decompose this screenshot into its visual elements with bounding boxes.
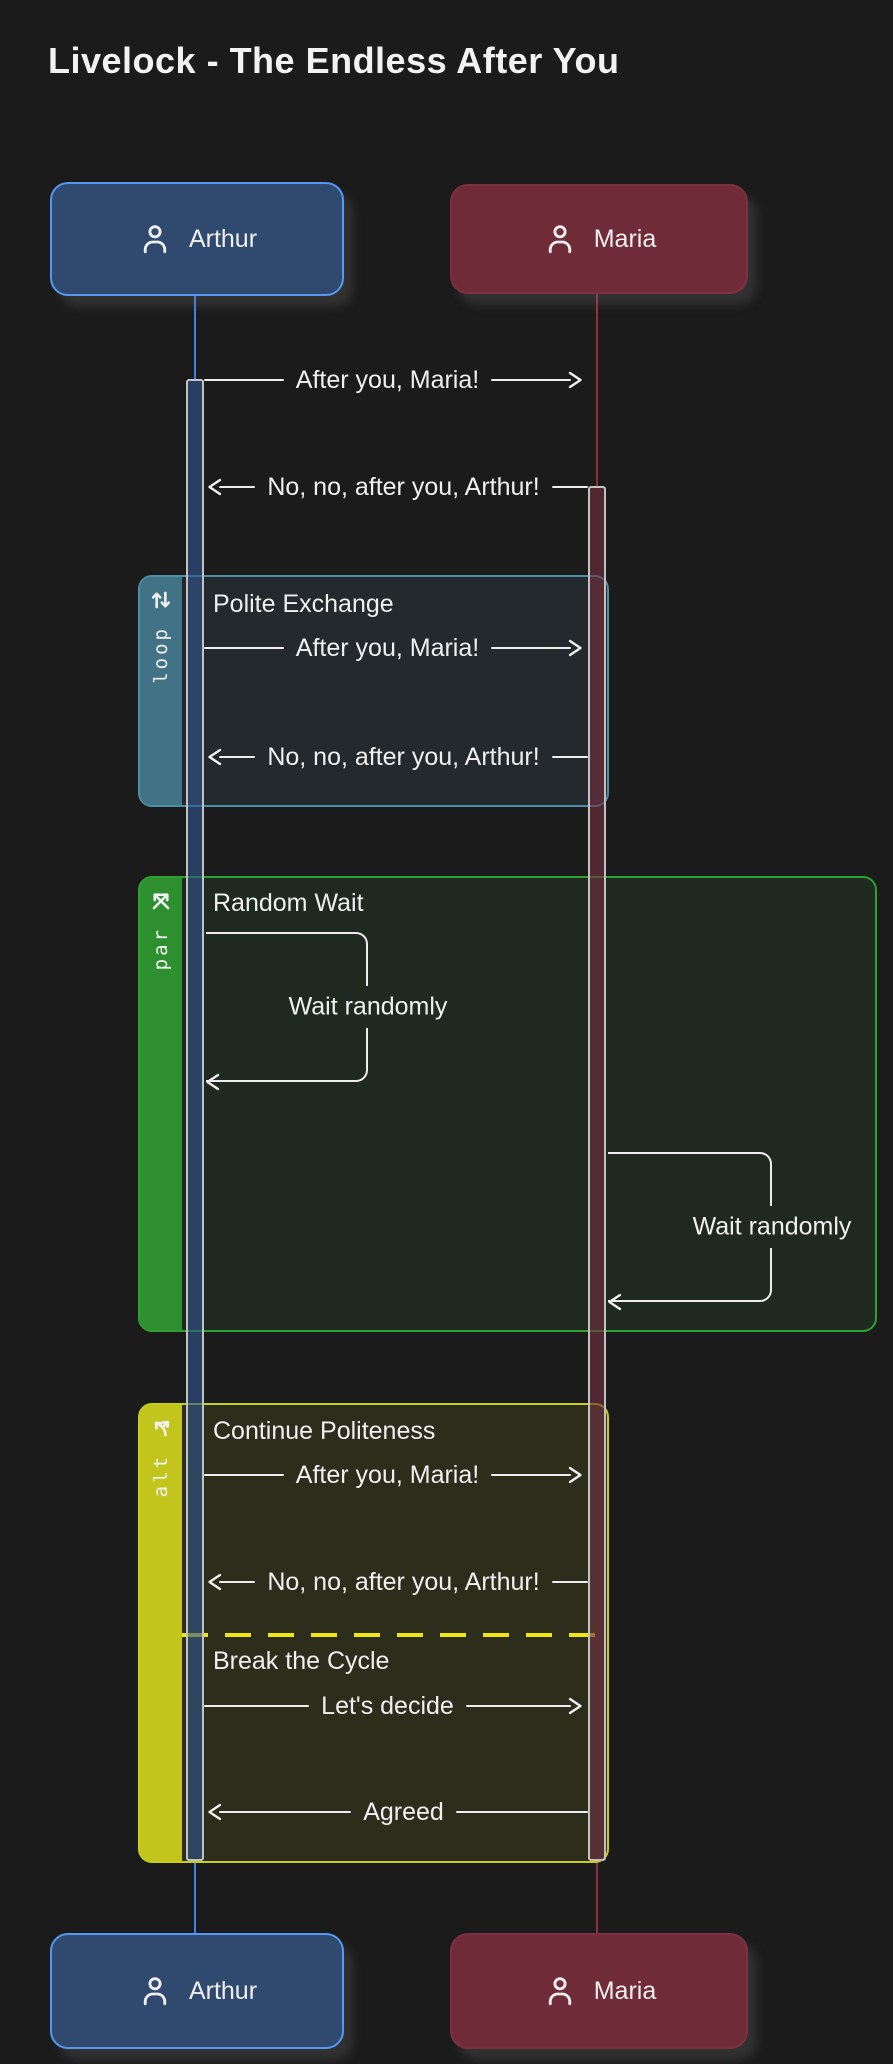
actor-arthur-top: Arthur (50, 182, 344, 296)
self-message-line (608, 1152, 772, 1206)
arrowhead-icon (204, 1801, 226, 1823)
arrowhead-icon (204, 1571, 226, 1593)
alt-section2-title: Break the Cycle (213, 1647, 390, 1675)
message-line (551, 1580, 588, 1584)
par-frame-fill (140, 878, 875, 1330)
message-line (219, 755, 256, 759)
message-line (551, 485, 588, 489)
message-no-after-you-1: No, no, after you, Arthur! (204, 472, 588, 502)
message-label: Agreed (363, 1797, 444, 1826)
message-label: Let's decide (321, 1691, 454, 1720)
message-label: After you, Maria! (295, 633, 480, 662)
arrowhead-icon (564, 1464, 586, 1486)
user-icon (542, 1973, 578, 2009)
message-after-you-2: After you, Maria! (204, 633, 586, 663)
loop-frame-label: loop (150, 626, 172, 684)
message-no-after-you-3: No, no, after you, Arthur! (204, 1567, 588, 1597)
par-frame-title: Random Wait (213, 889, 364, 917)
message-line (204, 1473, 284, 1477)
alt-frame-label: alt (150, 1454, 172, 1498)
self-message-line (206, 1028, 368, 1082)
actor-name: Arthur (188, 1976, 258, 2005)
self-message-line (608, 1248, 772, 1302)
loop-frame-fill (140, 577, 607, 805)
arrowhead-icon (604, 1291, 626, 1313)
user-icon (137, 221, 173, 257)
diagram-title: Livelock - The Endless After You (48, 40, 620, 81)
alt-frame: alt Continue Politeness Break the Cycle (138, 1403, 609, 1863)
actor-name: Maria (593, 224, 657, 253)
par-frame-sidebar: par (140, 878, 182, 1330)
loop-repeat-icon (148, 587, 174, 618)
maria-lifeline (595, 290, 598, 486)
message-line (465, 1704, 571, 1708)
message-line (219, 485, 256, 489)
message-label: No, no, after you, Arthur! (267, 742, 540, 771)
actor-maria-bottom: Maria (450, 1933, 748, 2049)
self-message-label: Wait randomly (692, 1212, 852, 1241)
maria-activation-bar (588, 486, 606, 1861)
message-line (491, 646, 571, 650)
actor-arthur-bottom: Arthur (50, 1933, 344, 2049)
self-message-label: Wait randomly (288, 992, 448, 1021)
message-after-you-1: After you, Maria! (204, 365, 586, 395)
message-line (219, 1810, 352, 1814)
par-frame-label: par (150, 927, 172, 971)
message-line (491, 1473, 571, 1477)
message-line (219, 1580, 256, 1584)
arthur-lifeline (193, 1861, 196, 1933)
arrowhead-icon (564, 369, 586, 391)
alt-branch-icon (148, 1415, 174, 1446)
user-icon (137, 1973, 173, 2009)
arthur-self-message: Wait randomly (206, 932, 447, 1091)
message-label: No, no, after you, Arthur! (267, 1567, 540, 1596)
loop-frame-sidebar: loop (140, 577, 182, 805)
user-icon (542, 221, 578, 257)
message-line (204, 646, 284, 650)
message-line (455, 1810, 588, 1814)
arthur-activation-bar (186, 379, 204, 1861)
actor-maria-top: Maria (450, 184, 748, 294)
alt-section1-title: Continue Politeness (213, 1417, 436, 1445)
self-message-line (206, 932, 368, 986)
arthur-lifeline (193, 292, 196, 380)
message-lets-decide: Let's decide (204, 1691, 586, 1721)
message-no-after-you-2: No, no, after you, Arthur! (204, 742, 588, 772)
message-label: No, no, after you, Arthur! (267, 472, 540, 501)
arrowhead-icon (564, 1695, 586, 1717)
alt-section-divider (182, 1633, 606, 1637)
arrowhead-icon (204, 476, 226, 498)
loop-frame: loop Polite Exchange (138, 575, 609, 807)
message-agreed: Agreed (204, 1797, 588, 1827)
arrowhead-icon (204, 746, 226, 768)
message-line (204, 1704, 310, 1708)
maria-self-message: Wait randomly (608, 1152, 851, 1311)
message-label: After you, Maria! (295, 365, 480, 394)
actor-name: Maria (593, 1976, 657, 2005)
maria-lifeline (595, 1861, 598, 1933)
actor-name: Arthur (188, 224, 258, 253)
arrowhead-icon (202, 1071, 224, 1093)
arrowhead-icon (564, 637, 586, 659)
message-line (204, 378, 284, 382)
alt-frame-sidebar: alt (140, 1405, 182, 1861)
parallel-arrows-icon (148, 888, 174, 919)
message-line (491, 378, 571, 382)
par-frame: par Random Wait (138, 876, 877, 1332)
message-after-you-3: After you, Maria! (204, 1460, 586, 1490)
message-line (551, 755, 588, 759)
loop-frame-title: Polite Exchange (213, 590, 394, 618)
message-label: After you, Maria! (295, 1460, 480, 1489)
